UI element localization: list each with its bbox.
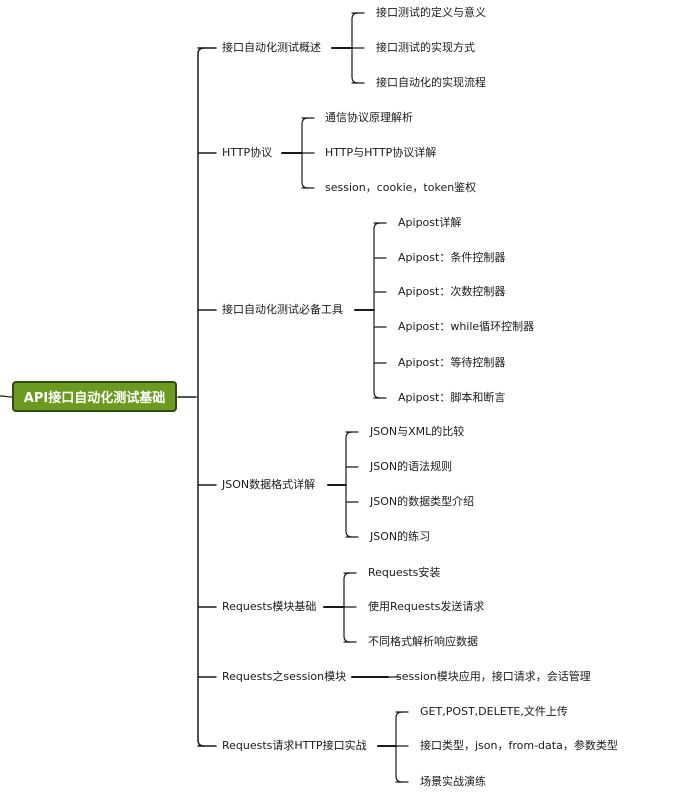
leaf-label[interactable]: session，cookie，token鉴权 [325,181,477,194]
branch-label[interactable]: Requests请求HTTP接口实战 [222,739,367,752]
connector-line [0,395,13,398]
leaf-label[interactable]: Apipost：while循环控制器 [398,320,535,333]
leaf-label[interactable]: 通信协议原理解析 [325,111,413,124]
leaf-label[interactable]: JSON的语法规则 [370,460,453,473]
leaf-label[interactable]: JSON与XML的比较 [370,425,465,438]
leaf-label[interactable]: JSON的练习 [370,530,431,543]
connector-line [345,431,353,538]
leaf-label[interactable]: Requests安装 [368,566,441,579]
leaf-label[interactable]: 场景实战演练 [420,775,486,788]
connector-line [373,222,381,399]
connector-line [395,711,403,783]
leaf-label[interactable]: Apipost：条件控制器 [398,251,506,264]
leaf-label[interactable]: Apipost：脚本和断言 [398,391,506,404]
leaf-label[interactable]: 接口测试的定义与意义 [376,6,486,19]
branch-label[interactable]: 接口自动化测试概述 [222,41,321,54]
leaf-label[interactable]: GET,POST,DELETE,文件上传 [420,705,568,718]
leaf-label[interactable]: Apipost：次数控制器 [398,285,506,298]
branch-label[interactable]: Requests之session模块 [222,670,347,683]
leaf-label[interactable]: Apipost详解 [398,216,462,229]
leaf-label[interactable]: Apipost：等待控制器 [398,356,506,369]
branch-label[interactable]: Requests模块基础 [222,600,317,613]
leaf-label[interactable]: 使用Requests发送请求 [368,600,485,613]
leaf-label[interactable]: JSON的数据类型介绍 [370,495,475,508]
leaf-label[interactable]: 不同格式解析响应数据 [368,635,478,648]
leaf-label[interactable]: 接口测试的实现方式 [376,41,475,54]
leaf-label[interactable]: 接口自动化的实现流程 [376,76,486,89]
branch-label[interactable]: HTTP协议 [222,146,273,159]
root-node[interactable]: API接口自动化测试基础 [12,381,177,412]
leaf-label[interactable]: session模块应用，接口请求，会话管理 [396,670,591,683]
branch-label[interactable]: JSON数据格式详解 [222,478,316,491]
leaf-label[interactable]: 接口类型，json，from-data，参数类型 [420,739,618,752]
leaf-label[interactable]: HTTP与HTTP协议详解 [325,146,437,159]
branch-label[interactable]: 接口自动化测试必备工具 [222,303,343,316]
